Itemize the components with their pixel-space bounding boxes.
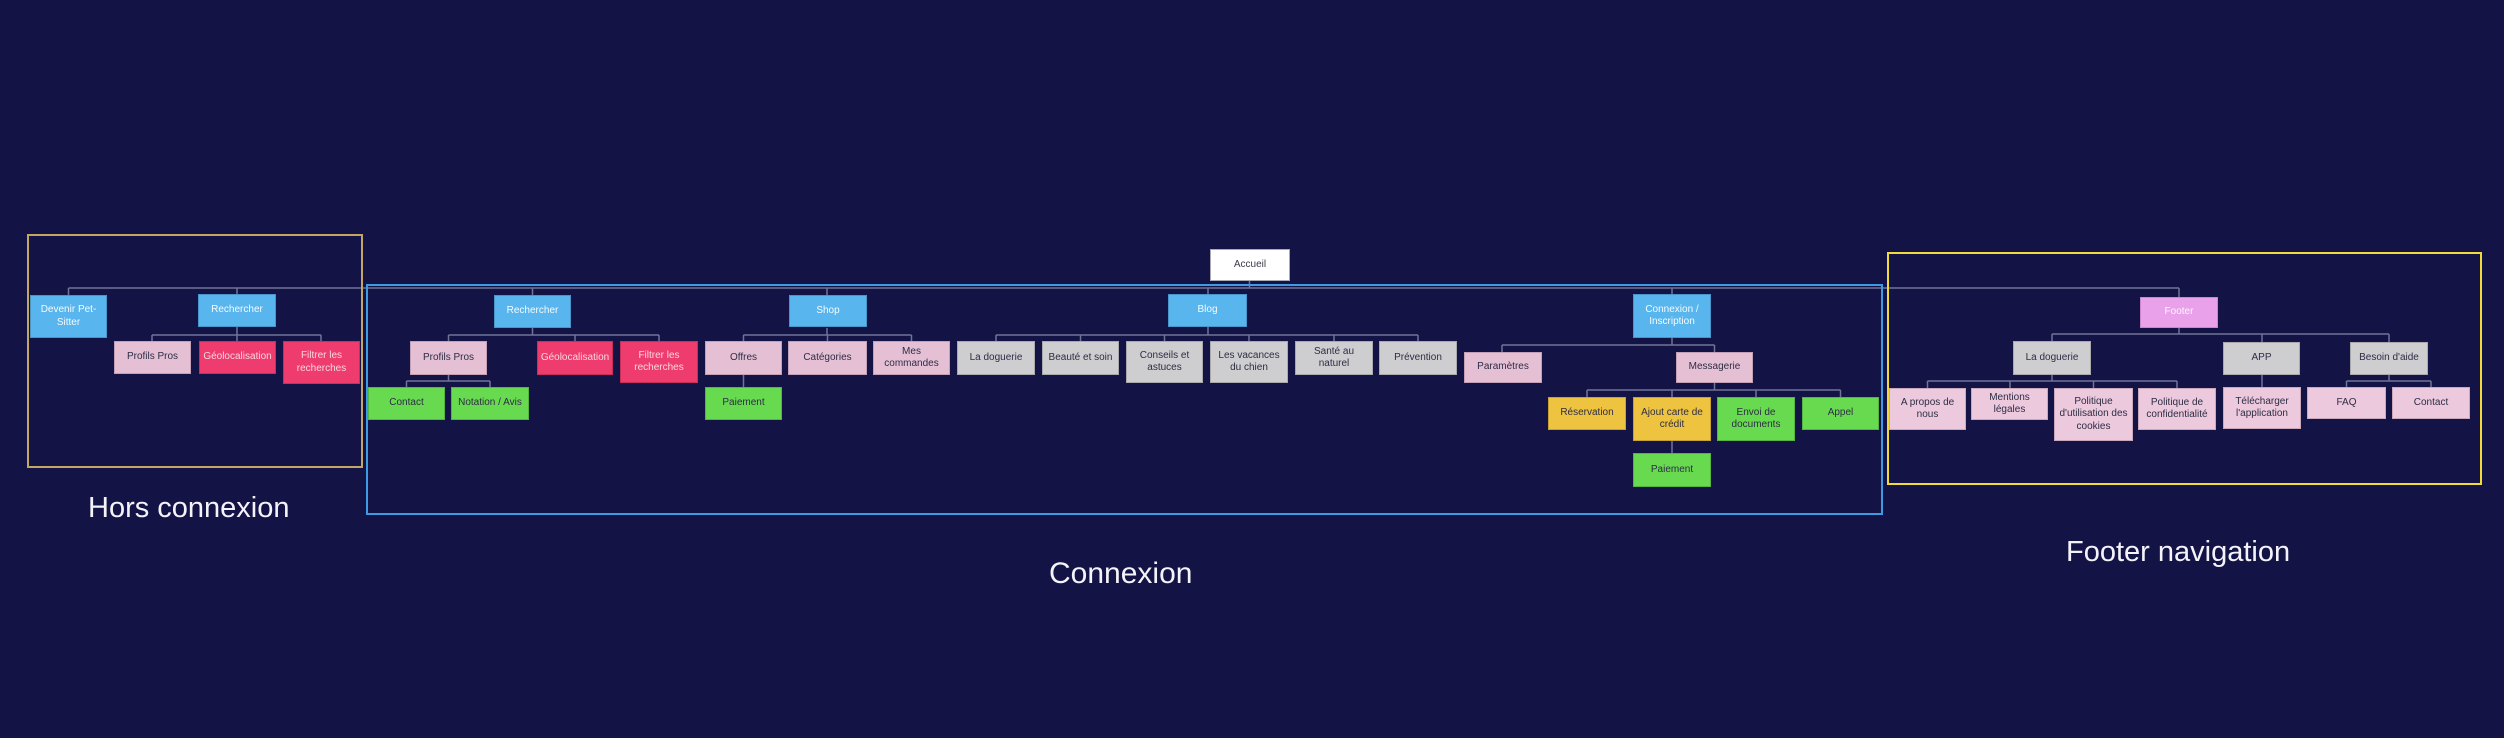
node-footer[interactable]: Footer [2140, 297, 2218, 328]
node-parametres[interactable]: Paramètres [1464, 352, 1542, 383]
node-profils-pros[interactable]: Profils Pros [410, 341, 487, 375]
node-ajout-carte-credit[interactable]: Ajout carte de crédit [1633, 397, 1711, 441]
node-profils-pros-hors-connexion[interactable]: Profils Pros [114, 341, 191, 374]
node-besoin-aide[interactable]: Besoin d'aide [2350, 342, 2428, 375]
node-notation-avis[interactable]: Notation / Avis [451, 387, 529, 420]
node-filtrer-recherches-hors-connexion[interactable]: Filtrer les recherches [283, 341, 360, 384]
node-messagerie[interactable]: Messagerie [1676, 352, 1753, 383]
node-appel[interactable]: Appel [1802, 397, 1879, 430]
node-faq[interactable]: FAQ [2307, 387, 2386, 419]
node-politique-cookies[interactable]: Politique d'utilisation des cookies [2054, 388, 2133, 441]
node-reservation[interactable]: Réservation [1548, 397, 1626, 430]
node-categories[interactable]: Catégories [788, 341, 867, 375]
footer-navigation-label: Footer navigation [2066, 536, 2291, 568]
node-paiement-offres[interactable]: Paiement [705, 387, 782, 420]
connexion-label: Connexion [1049, 557, 1193, 590]
node-devenir-pet-sitter[interactable]: Devenir Pet-Sitter [30, 295, 107, 338]
node-rechercher[interactable]: Rechercher [494, 295, 571, 328]
node-conseils-astuces[interactable]: Conseils et astuces [1126, 341, 1203, 383]
node-a-propos-nous[interactable]: A propos de nous [1889, 388, 1966, 430]
node-geolocalisation[interactable]: Géolocalisation [537, 341, 613, 375]
node-politique-confidentialite[interactable]: Politique de confidentialité [2138, 388, 2216, 430]
node-vacances-chien[interactable]: Les vacances du chien [1210, 341, 1288, 383]
node-mentions-legales[interactable]: Mentions légales [1971, 388, 2048, 420]
node-paiement-carte[interactable]: Paiement [1633, 453, 1711, 487]
node-rechercher-hors-connexion[interactable]: Rechercher [198, 294, 276, 327]
node-geolocalisation-hors-connexion[interactable]: Géolocalisation [199, 341, 276, 374]
node-telecharger-application[interactable]: Télécharger l'application [2223, 387, 2301, 429]
node-app[interactable]: APP [2223, 342, 2300, 375]
hors-connexion-label: Hors connexion [88, 492, 290, 524]
frame-hors-connexion [27, 234, 363, 468]
node-contact-footer[interactable]: Contact [2392, 387, 2470, 419]
frame-connexion [366, 284, 1883, 515]
node-la-doguerie[interactable]: La doguerie [957, 341, 1035, 375]
node-la-doguerie-footer[interactable]: La doguerie [2013, 341, 2091, 375]
node-connexion-inscription[interactable]: Connexion / Inscription [1633, 294, 1711, 338]
node-blog[interactable]: Blog [1168, 294, 1247, 327]
node-offres[interactable]: Offres [705, 341, 782, 375]
node-prevention[interactable]: Prévention [1379, 341, 1457, 375]
node-filtrer-recherches[interactable]: Filtrer les recherches [620, 341, 698, 383]
node-sante-naturel[interactable]: Santé au naturel [1295, 341, 1373, 375]
node-envoi-documents[interactable]: Envoi de documents [1717, 397, 1795, 441]
node-contact[interactable]: Contact [368, 387, 445, 420]
frame-footer-navigation [1887, 252, 2482, 485]
node-beaute-et-soin[interactable]: Beauté et soin [1042, 341, 1119, 375]
node-accueil[interactable]: Accueil [1210, 249, 1290, 281]
node-mes-commandes[interactable]: Mes commandes [873, 341, 950, 375]
node-shop[interactable]: Shop [789, 295, 867, 327]
